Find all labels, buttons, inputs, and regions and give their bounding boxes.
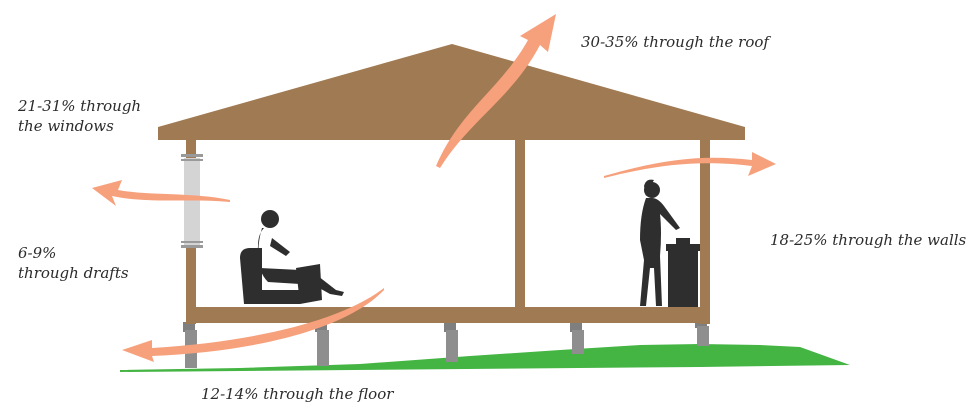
stove-body <box>668 250 698 307</box>
seated-person-silhouette <box>240 210 344 304</box>
drafts-loss-text-line2: through drafts <box>18 264 129 282</box>
window <box>181 154 203 248</box>
roof-loss-text: 30-35% through the roof <box>581 33 769 51</box>
center-post <box>515 140 525 308</box>
window-frame-bottom <box>181 245 203 248</box>
floor <box>186 307 710 323</box>
stove-top <box>666 244 700 251</box>
grass-ground <box>120 344 850 372</box>
window-frame-top <box>181 154 203 157</box>
drafts-loss-text-line1: 6-9% <box>18 244 57 262</box>
windows-loss-text-line2: the windows <box>18 117 114 135</box>
person-arm <box>270 238 290 256</box>
person-hair <box>644 179 654 196</box>
window-frame-top <box>181 159 203 161</box>
roof-loss-label: 30-35% through the roof <box>581 32 769 52</box>
pier <box>446 330 458 362</box>
window-glass <box>184 158 200 246</box>
pier <box>570 322 582 332</box>
roof-heat-arrow <box>436 14 556 168</box>
floor-loss-label: 12-14% through the floor <box>201 384 393 404</box>
person-body <box>257 228 344 296</box>
windows-heat-arrow <box>92 180 230 206</box>
right-wall-post <box>700 140 710 324</box>
window-frame-bottom <box>181 241 203 243</box>
floor-loss-text: 12-14% through the floor <box>201 385 394 403</box>
floor-heat-arrow <box>122 288 384 362</box>
walls-loss-text: 18-25% through the walls <box>770 231 967 249</box>
pier <box>317 330 329 366</box>
pier <box>697 326 709 346</box>
pier <box>183 322 195 332</box>
pier <box>572 330 584 354</box>
drafts-loss-label: 6-9% through drafts <box>18 243 129 283</box>
person-head <box>261 210 279 228</box>
walls-heat-arrow <box>604 152 776 178</box>
windows-loss-label: 21-31% through the windows <box>18 96 141 136</box>
person-body <box>640 198 680 306</box>
stove <box>666 238 700 307</box>
armchair <box>240 248 300 304</box>
standing-person-silhouette <box>640 179 680 306</box>
stove-pot <box>676 238 690 244</box>
windows-loss-text-line1: 21-31% through <box>18 97 142 115</box>
heat-loss-arrows <box>92 14 776 362</box>
pier <box>444 322 456 332</box>
roof <box>158 44 745 140</box>
walls-loss-label: 18-25% through the walls <box>770 230 966 250</box>
